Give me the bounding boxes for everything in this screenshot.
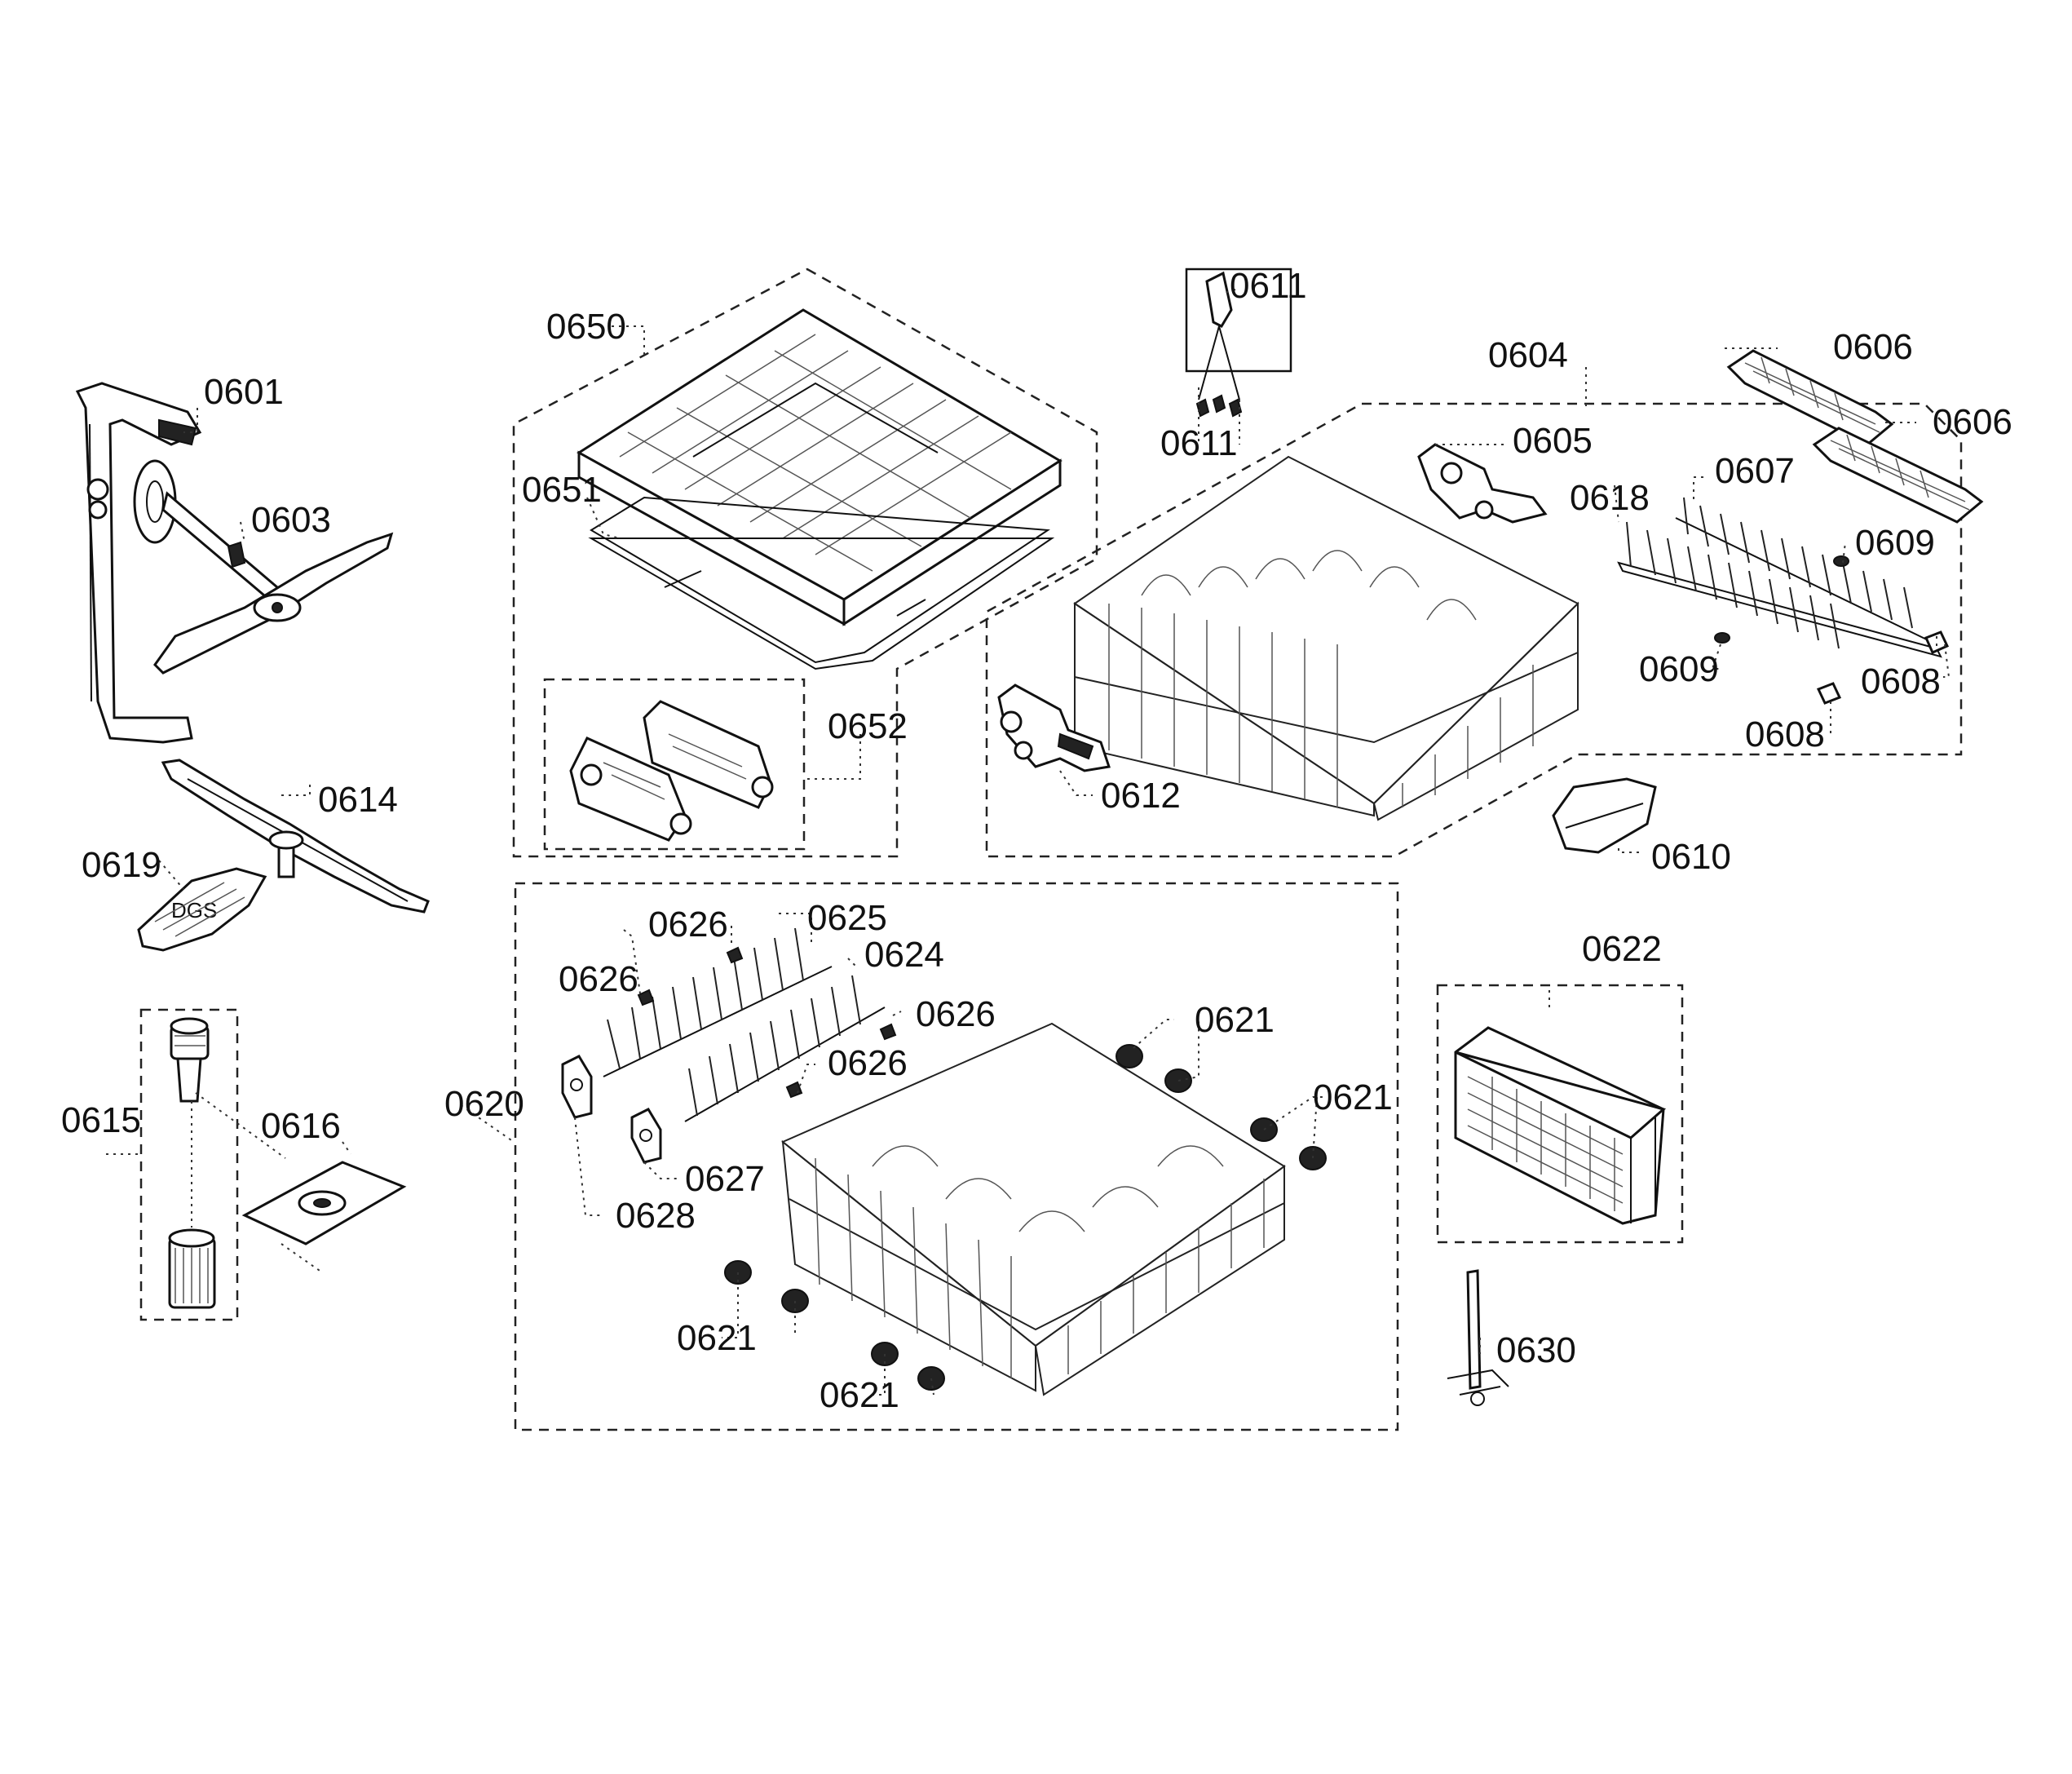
leader-lines	[106, 289, 1951, 1396]
group-outline-0604	[985, 402, 1963, 858]
svg-text:DGS: DGS	[171, 898, 217, 922]
callout-0625: 0625	[807, 898, 887, 938]
callout-0621-c: 0621	[677, 1318, 757, 1358]
rack-adjuster-0612	[997, 683, 1111, 772]
callout-0619: 0619	[82, 845, 161, 885]
group-outline-0622	[1436, 984, 1684, 1244]
callout-0620: 0620	[444, 1084, 524, 1124]
holder-0628	[561, 1055, 593, 1119]
callout-0626-c: 0626	[916, 994, 996, 1034]
rack-handle-0610	[1552, 777, 1657, 854]
callout-0626-a: 0626	[648, 905, 728, 945]
clip-0626-4	[785, 1081, 803, 1099]
callout-0606-b: 0606	[1933, 402, 2012, 442]
group-outline-0615	[139, 1008, 239, 1321]
callout-0609-b: 0609	[1639, 649, 1719, 689]
callout-0608-b: 0608	[1745, 714, 1825, 754]
callout-0604: 0604	[1488, 335, 1568, 375]
inset-box-0611	[1185, 268, 1292, 373]
callout-0601: 0601	[204, 372, 284, 412]
callout-0612: 0612	[1101, 776, 1181, 816]
fine-filter-cylinder-0615	[168, 1101, 216, 1309]
callout-0630: 0630	[1496, 1330, 1576, 1370]
callout-0618: 0618	[1570, 478, 1650, 518]
group-outline-0620	[514, 882, 1399, 1431]
cover-0619: DGS	[137, 867, 267, 952]
clip-0609-b	[1714, 632, 1730, 644]
tine-rack-0618	[1617, 521, 1942, 658]
rack-adjuster-0605	[1417, 443, 1548, 524]
callout-0609-a: 0609	[1855, 523, 1935, 563]
cutlery-basket-0622	[1454, 1026, 1667, 1225]
callout-0615: 0615	[61, 1100, 141, 1140]
clip-0608-b	[1816, 682, 1842, 705]
group-outline-0650	[512, 268, 1098, 858]
callout-0608-a: 0608	[1861, 661, 1941, 701]
top-cutlery-rack-0650	[577, 308, 1063, 626]
callout-0621-d: 0621	[820, 1375, 899, 1415]
callout-0627: 0627	[685, 1159, 765, 1199]
group-outline-0652	[543, 678, 806, 851]
callout-0611-top: 0611	[1230, 266, 1307, 306]
callout-0628: 0628	[616, 1196, 696, 1236]
rack-adjusters-0652	[569, 700, 774, 842]
tine-row-0606-a	[1726, 349, 1894, 446]
callout-0626-d: 0626	[828, 1043, 908, 1083]
callout-0607: 0607	[1715, 451, 1795, 491]
upper-dish-rack-0604	[1073, 455, 1579, 821]
callout-0624: 0624	[864, 935, 944, 975]
callout-0651: 0651	[522, 470, 602, 510]
clip-0626-1	[726, 946, 744, 964]
clip-0626-3	[879, 1023, 897, 1041]
callout-0603: 0603	[251, 500, 331, 540]
rack-holder-0630	[1447, 1269, 1509, 1406]
micro-filter-0615	[170, 1017, 210, 1103]
clip-0626-2	[637, 989, 655, 1006]
callout-0621-b: 0621	[1313, 1077, 1393, 1117]
callout-0622: 0622	[1582, 929, 1662, 969]
spray-arm-supply-pipe-0601	[75, 382, 202, 744]
clip-detail-0611	[1198, 271, 1240, 400]
tine-rack-0607	[1675, 497, 1937, 645]
clips-0611	[1195, 394, 1243, 418]
callout-0614: 0614	[318, 780, 398, 820]
callout-0626-b: 0626	[559, 959, 638, 999]
callout-0652: 0652	[828, 706, 908, 746]
flat-filter-0616	[195, 1092, 407, 1273]
holder-0627	[630, 1108, 662, 1164]
callout-0610: 0610	[1651, 837, 1731, 877]
clip-0608-a	[1924, 630, 1950, 654]
tine-row-0606-b	[1812, 427, 1984, 524]
tine-row-0624	[684, 975, 886, 1122]
upper-spray-arm-0603	[133, 459, 394, 675]
wheel-0621-1	[1116, 1044, 1143, 1068]
lower-spray-arm-0614	[161, 759, 430, 914]
callout-0650: 0650	[546, 307, 626, 347]
callout-0616: 0616	[261, 1106, 341, 1146]
callout-0606-a: 0606	[1833, 327, 1913, 367]
callout-0605: 0605	[1513, 421, 1593, 461]
tine-row-0625	[603, 927, 833, 1077]
callout-0611-bottom: 0611	[1160, 423, 1238, 463]
lower-dish-rack-0620	[781, 1022, 1286, 1396]
callout-0621-a: 0621	[1195, 1000, 1275, 1040]
clip-0609-a	[1833, 555, 1849, 567]
rack-frame-0651	[588, 496, 1055, 670]
